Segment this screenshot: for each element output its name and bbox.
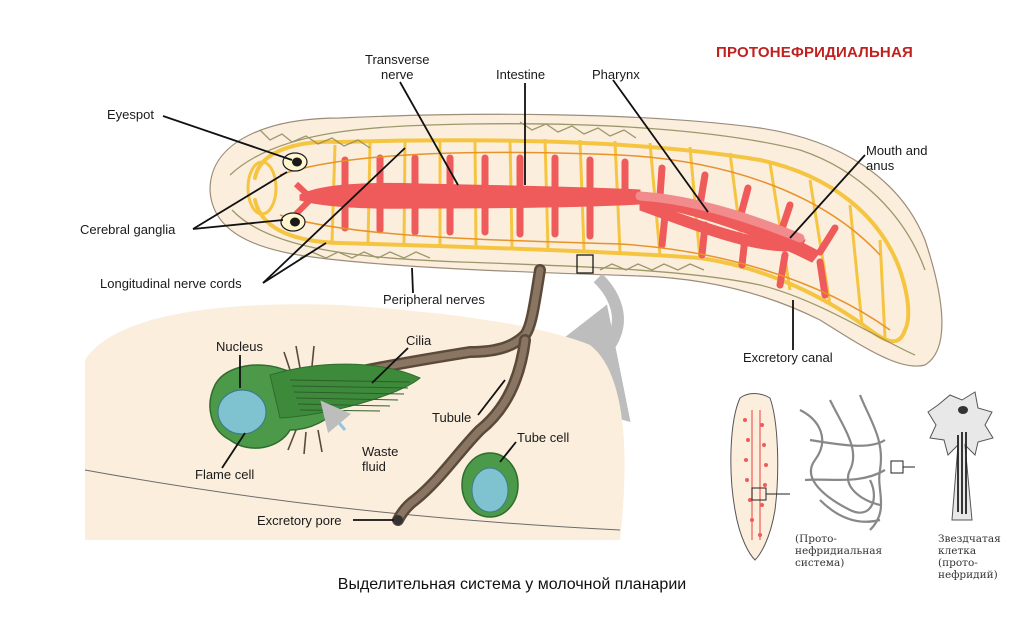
label-longitudinal-nerve-cords: Longitudinal nerve cords [100,276,242,291]
label-excretory-canal: Excretory canal [743,350,833,365]
label-cerebral-ganglia: Cerebral ganglia [80,222,176,237]
label-transverse-nerve: Transverse nerve [365,52,430,82]
tube-cell [461,452,519,518]
detail-selection-box [576,254,594,274]
planarian-body [209,113,943,367]
flame-cell-detail-panel [84,304,625,540]
label-flame-cell: Flame cell [195,467,255,482]
label-pharynx: Pharynx [592,67,640,82]
eyespot-icon [290,157,302,227]
intestine [293,154,839,299]
inset-star-cell [927,391,994,521]
label-excretory-pore: Excretory pore [257,513,342,528]
inset-tubule-network [799,394,915,531]
label-cilia: Cilia [406,333,432,348]
excretory-pore [393,515,403,525]
inset-planarian [730,393,790,561]
label-tubule: Tubule [432,410,472,425]
detail-leader-lines [221,347,517,521]
label-waste-fluid: Waste fluid [362,444,399,474]
excretory-canal [279,151,891,331]
leader-lines [162,79,866,350]
figure-caption: Выделительная система у молочной планари… [337,576,687,593]
inset-label-star-cell: Звездчатая клетка (прото- нефридий) [938,533,1001,581]
label-peripheral-nerves: Peripheral nerves [383,292,485,307]
nucleus-icon [217,389,267,435]
inset-label-protonephridial-system: (Прото- нефридиальная система) [795,533,883,569]
label-mouth-and-anus: Mouth and anus [866,143,928,173]
peripheral-nerves [229,121,926,356]
label-eyespot: Eyespot [107,107,154,122]
pharynx [635,191,805,243]
label-intestine: Intestine [496,67,546,82]
page-title: ПРОТОНЕФРИДИАЛЬНАЯ [716,44,913,61]
waste-fluid-arrow [320,400,352,434]
label-nucleus: Nucleus [216,339,263,354]
label-tube-cell: Tube cell [517,430,570,445]
